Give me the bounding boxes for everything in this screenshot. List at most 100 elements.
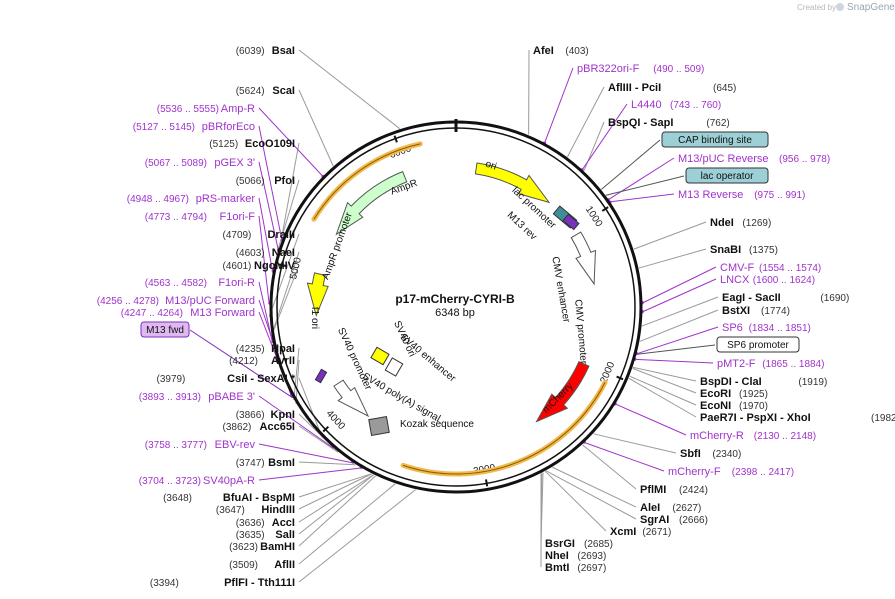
feature-box[interactable] bbox=[661, 131, 769, 148]
feature-arc-ori[interactable] bbox=[474, 162, 551, 204]
feature-arc-ampr[interactable] bbox=[335, 170, 408, 236]
primer-name[interactable]: Amp-R bbox=[221, 103, 255, 115]
primer-name[interactable]: M13/pUC Forward bbox=[165, 295, 255, 307]
enzyme-name[interactable]: EagI - SacII bbox=[722, 292, 781, 304]
feature-arc-sv40-promoter[interactable] bbox=[333, 379, 370, 418]
primer-position: (490 .. 509) bbox=[653, 64, 704, 75]
primer-name[interactable]: L4440 bbox=[631, 99, 662, 111]
primer-name[interactable]: SV40pA-R bbox=[203, 475, 255, 487]
enzyme-position: (2666) bbox=[679, 515, 708, 526]
primer-leader-line bbox=[258, 215, 270, 303]
primer-leader-line bbox=[615, 403, 687, 436]
enzyme-leader-line bbox=[298, 89, 334, 167]
m13-fwd-feature-box[interactable] bbox=[140, 321, 190, 338]
enzyme-position: (4601) bbox=[222, 261, 251, 272]
enzyme-name[interactable]: AleI bbox=[640, 502, 660, 514]
primer-name[interactable]: EBV-rev bbox=[215, 439, 256, 451]
primer-name[interactable]: M13 Forward bbox=[190, 307, 255, 319]
enzyme-name[interactable]: SgrAI bbox=[640, 514, 669, 526]
enzyme-name[interactable]: ScaI bbox=[272, 85, 295, 97]
enzyme-name[interactable]: NdeI bbox=[710, 217, 734, 229]
enzyme-name[interactable]: BamHI bbox=[260, 541, 295, 553]
primer-position: (1600 .. 1624) bbox=[753, 275, 815, 286]
feature-box[interactable] bbox=[716, 336, 800, 353]
sv40-ori-box[interactable] bbox=[370, 346, 390, 366]
enzyme-name[interactable]: XcmI bbox=[610, 526, 636, 538]
primer-name[interactable]: M13 Reverse bbox=[678, 189, 743, 201]
enzyme-name[interactable]: EcoRI bbox=[700, 388, 731, 400]
enzyme-name[interactable]: AflII bbox=[274, 559, 295, 571]
primer-name[interactable]: pMT2-F bbox=[717, 358, 756, 370]
enzyme-name[interactable]: BspQI - SapI bbox=[608, 117, 673, 129]
primer-leader-line bbox=[635, 358, 714, 364]
kozak-box[interactable] bbox=[368, 415, 390, 437]
feature-arc-mcherry[interactable] bbox=[535, 361, 590, 423]
enzyme-name[interactable]: DraIII bbox=[267, 229, 295, 241]
primer-name[interactable]: pRS-marker bbox=[196, 193, 256, 205]
enzyme-name[interactable]: SalI bbox=[275, 529, 295, 541]
feature-box[interactable] bbox=[685, 167, 769, 184]
m13-fwd-box[interactable] bbox=[314, 368, 328, 384]
enzyme-name[interactable]: KpnI bbox=[271, 409, 295, 421]
enzyme-name[interactable]: BspDI - ClaI bbox=[700, 376, 762, 388]
primer-position: (1834 .. 1851) bbox=[749, 323, 811, 334]
primer-name[interactable]: SP6 bbox=[722, 322, 743, 334]
enzyme-position: (3623) bbox=[229, 542, 258, 553]
enzyme-name[interactable]: SnaBI bbox=[710, 244, 741, 256]
enzyme-name[interactable]: BsmI bbox=[268, 457, 295, 469]
enzyme-name[interactable]: PflMI bbox=[640, 484, 666, 496]
enzyme-name[interactable]: AvrII bbox=[271, 355, 295, 367]
primer-name[interactable]: F1ori-R bbox=[218, 277, 255, 289]
enzyme-name[interactable]: NgoMIV bbox=[254, 260, 296, 272]
feature-label: CMV promoter bbox=[572, 299, 589, 365]
enzyme-name[interactable]: BfuAI - BspMI bbox=[223, 492, 295, 504]
enzyme-leader-line bbox=[632, 366, 697, 382]
feature-arcs bbox=[306, 141, 608, 477]
enzyme-name[interactable]: Acc65I bbox=[260, 421, 295, 433]
enzyme-leader-line bbox=[298, 483, 396, 565]
enzyme-name[interactable]: CsiI - SexAI * bbox=[227, 373, 296, 385]
enzyme-leader-line bbox=[295, 359, 300, 404]
enzyme-name[interactable]: NheI bbox=[545, 550, 569, 562]
feature-arc-cmv-enhancer[interactable] bbox=[570, 231, 597, 286]
primer-name[interactable]: pBABE 3' bbox=[208, 391, 255, 403]
enzyme-leader-line bbox=[293, 347, 300, 401]
primer-name[interactable]: mCherry-F bbox=[668, 466, 721, 478]
enzyme-name[interactable]: BsaI bbox=[272, 45, 295, 57]
primer-name[interactable]: M13/pUC Reverse bbox=[678, 153, 768, 165]
enzyme-name[interactable]: NaeI bbox=[272, 247, 295, 259]
primer-name[interactable]: pBR322ori-F bbox=[577, 63, 640, 75]
primer-name[interactable]: CMV-F bbox=[720, 262, 755, 274]
primer-leader-line bbox=[582, 103, 628, 170]
feature-arc-f1-ori[interactable] bbox=[306, 272, 329, 317]
feature-label: Kozak sequence bbox=[400, 419, 474, 430]
enzyme-name[interactable]: EcoO109I bbox=[245, 138, 295, 150]
primer-position: (5127 .. 5145) bbox=[133, 122, 195, 133]
enzyme-name[interactable]: BstXI bbox=[722, 305, 750, 317]
enzyme-name[interactable]: EcoNI bbox=[700, 400, 731, 412]
primer-name[interactable]: mCherry-R bbox=[690, 430, 744, 442]
primer-leader-line bbox=[258, 443, 353, 464]
enzyme-name[interactable]: HpaI bbox=[271, 343, 295, 355]
enzyme-position: (403) bbox=[565, 46, 588, 57]
enzyme-name[interactable]: AflIII - PciI bbox=[608, 82, 661, 94]
primer-name[interactable]: pGEX 3' bbox=[214, 157, 255, 169]
m13-fwd-feature-label: M13 fwd bbox=[146, 325, 184, 336]
enzyme-position: (6039) bbox=[236, 46, 265, 57]
sv40-enhancer-box[interactable] bbox=[384, 357, 404, 377]
enzyme-name[interactable]: PflFI - Tth111I bbox=[224, 577, 295, 589]
enzyme-name[interactable]: BsrGI bbox=[545, 538, 575, 550]
primer-name[interactable]: F1ori-F bbox=[220, 211, 256, 223]
enzyme-name[interactable]: AfeI bbox=[533, 45, 554, 57]
primer-name[interactable]: LNCX bbox=[720, 274, 750, 286]
enzyme-name[interactable]: SbfI bbox=[680, 448, 701, 460]
enzyme-name[interactable]: HindIII bbox=[261, 504, 295, 516]
enzyme-name[interactable]: PfoI bbox=[274, 175, 295, 187]
enzyme-name[interactable]: BmtI bbox=[545, 562, 569, 574]
primer-name[interactable]: pBRforEco bbox=[202, 121, 255, 133]
enzyme-name[interactable]: PaeR7I - PspXI - XhoI bbox=[700, 412, 811, 424]
enzyme-name[interactable]: AccI bbox=[272, 517, 295, 529]
enzyme-position: (5125) bbox=[209, 139, 238, 150]
m13-rev-box[interactable] bbox=[562, 213, 580, 231]
